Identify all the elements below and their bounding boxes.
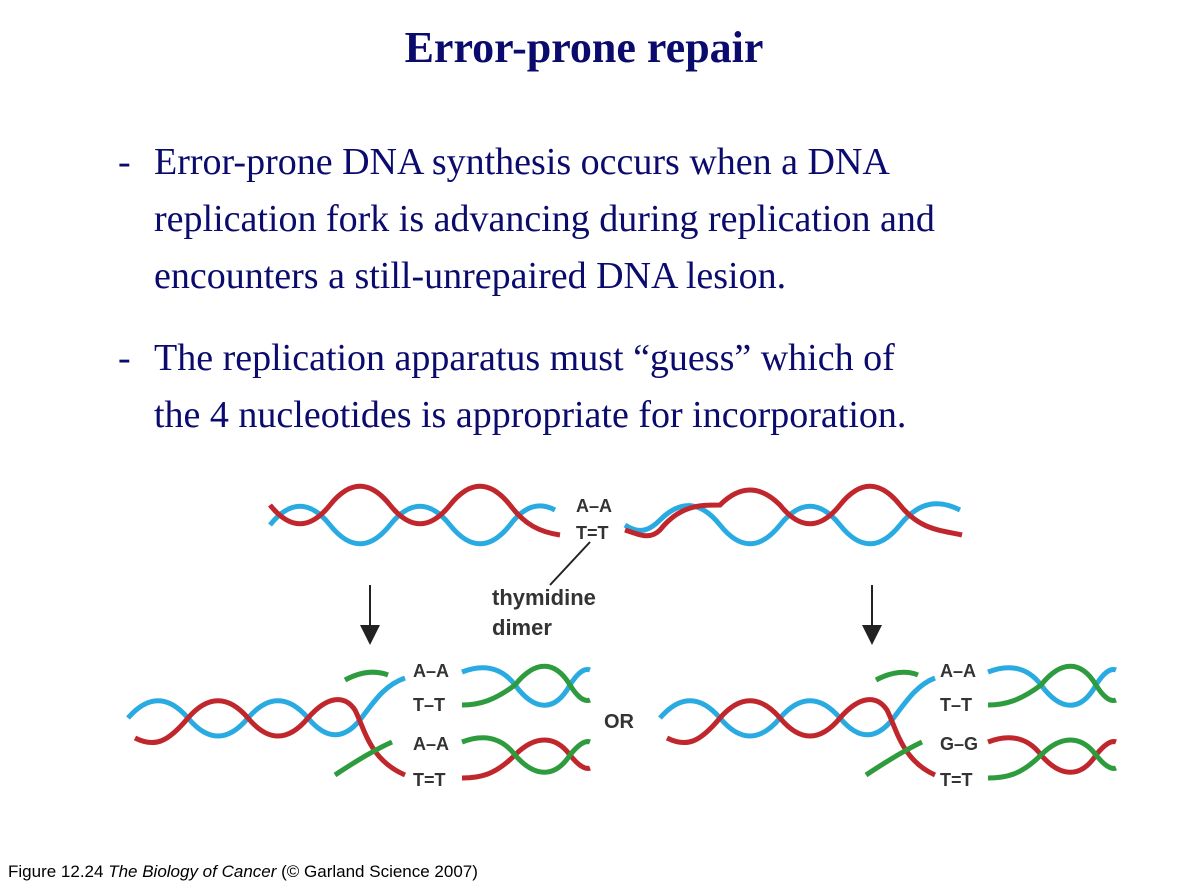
bullet-marker: -	[118, 141, 131, 183]
bullet-1-line-1: Error-prone DNA synthesis occurs when a …	[154, 141, 890, 183]
right-fork-upper-green-arm	[987, 663, 1117, 708]
dimer-label-line-2: dimer	[492, 615, 552, 640]
right-fork-upper-pair-2: T–T	[940, 695, 972, 715]
caption-prefix: Figure 12.24	[8, 862, 109, 881]
left-fork-lower-pair-2: T=T	[413, 770, 446, 790]
right-fork-upper-green-new	[874, 669, 919, 683]
left-fork-upper-green-new	[343, 669, 389, 683]
bullet-marker: -	[118, 337, 131, 379]
bullet-1-line-3: encounters a still-unrepaired DNA lesion…	[154, 255, 787, 297]
dimer-pointer-line	[549, 541, 591, 586]
red-strand-left	[268, 483, 561, 538]
slide-title: Error-prone repair	[404, 23, 764, 72]
left-fork-blue-parent	[126, 675, 406, 739]
bullet-2-line-2: the 4 nucleotides is appropriate for inc…	[154, 394, 907, 436]
right-fork-lower-red-arm	[987, 735, 1117, 775]
left-fork-lower-green-arm	[461, 735, 591, 775]
left-fork-upper-blue-arm	[461, 665, 591, 708]
error-prone-repair-diagram: A–A T=T thymidine dimer A–A T–T A–A T=T …	[126, 483, 1117, 790]
red-strand-right	[624, 483, 963, 539]
blue-strand-right	[623, 501, 962, 547]
top-pair-lower: T=T	[576, 523, 609, 543]
right-fork-lower-green-new	[864, 739, 924, 778]
bullet-2-line-1: The replication apparatus must “guess” w…	[154, 337, 895, 379]
caption-book-title: The Biology of Cancer	[108, 862, 277, 881]
left-fork-upper-pair-1: A–A	[413, 661, 449, 681]
left-fork-lower-green-new	[333, 739, 394, 778]
left-fork-upper-green-arm	[461, 663, 591, 708]
top-pair-upper: A–A	[576, 496, 612, 516]
right-fork-lower-green-arm	[987, 737, 1117, 781]
left-fork-upper-pair-2: T–T	[413, 695, 445, 715]
caption-suffix: (© Garland Science 2007)	[276, 862, 478, 881]
right-fork-lower-pair-1: G–G	[940, 734, 978, 754]
right-fork-upper-pair-1: A–A	[940, 661, 976, 681]
left-replication-fork: A–A T–T A–A T=T	[126, 661, 591, 790]
left-fork-red-parent	[133, 697, 407, 778]
parental-duplex: A–A T=T	[268, 483, 963, 586]
right-fork-lower-pair-2: T=T	[940, 770, 973, 790]
bullet-1-line-2: replication fork is advancing during rep…	[154, 198, 935, 240]
dimer-label-line-1: thymidine	[492, 585, 596, 610]
right-fork-upper-blue-arm	[987, 665, 1117, 708]
right-fork-red-parent	[665, 697, 937, 778]
right-replication-fork: A–A T–T G–G T=T	[658, 661, 1117, 790]
or-label: OR	[604, 711, 635, 733]
bullet-point-1: - Error-prone DNA synthesis occurs when …	[118, 134, 1148, 305]
left-fork-lower-red-arm	[461, 737, 591, 781]
left-fork-lower-pair-1: A–A	[413, 734, 449, 754]
bullet-point-2: - The replication apparatus must “guess”…	[118, 330, 1148, 444]
figure-caption: Figure 12.24 The Biology of Cancer (© Ga…	[8, 862, 478, 882]
